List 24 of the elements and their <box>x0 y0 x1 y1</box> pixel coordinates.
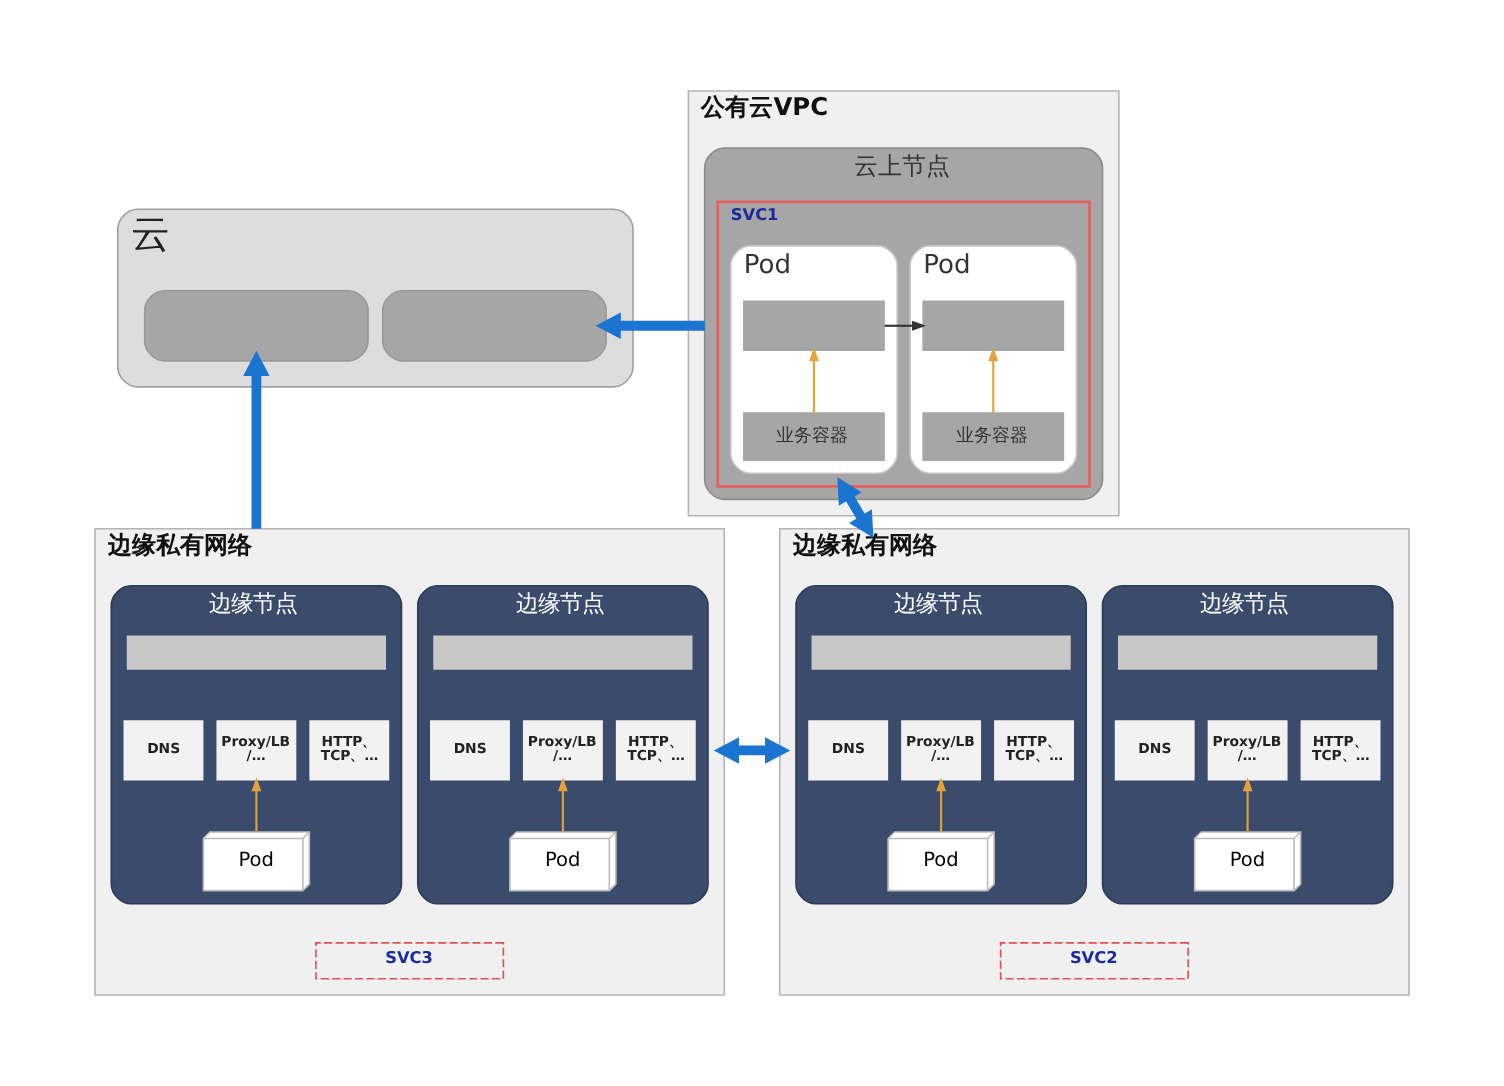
arrow <box>936 777 947 832</box>
node-box <box>433 635 693 670</box>
node-box: 业务容器 <box>743 412 885 462</box>
node-box: 业务容器 <box>922 412 1065 462</box>
arrow <box>595 312 705 339</box>
arrow <box>557 777 568 832</box>
node-box <box>1118 635 1378 670</box>
arrow <box>809 347 819 413</box>
node-box <box>126 635 386 670</box>
node-box: SVC3 <box>315 942 505 980</box>
arrow <box>251 777 262 832</box>
node-box <box>381 289 607 362</box>
node-box <box>922 300 1065 352</box>
cluster: 云 <box>117 208 634 388</box>
node-box <box>811 635 1071 670</box>
arrow <box>988 347 999 413</box>
arrow <box>837 477 874 538</box>
node-box: SVC2 <box>999 942 1189 980</box>
arrow <box>713 737 791 764</box>
arrow <box>884 320 927 331</box>
arrow <box>1242 777 1253 832</box>
node-box <box>143 289 369 362</box>
arrow <box>243 350 270 529</box>
node-box <box>743 300 885 352</box>
